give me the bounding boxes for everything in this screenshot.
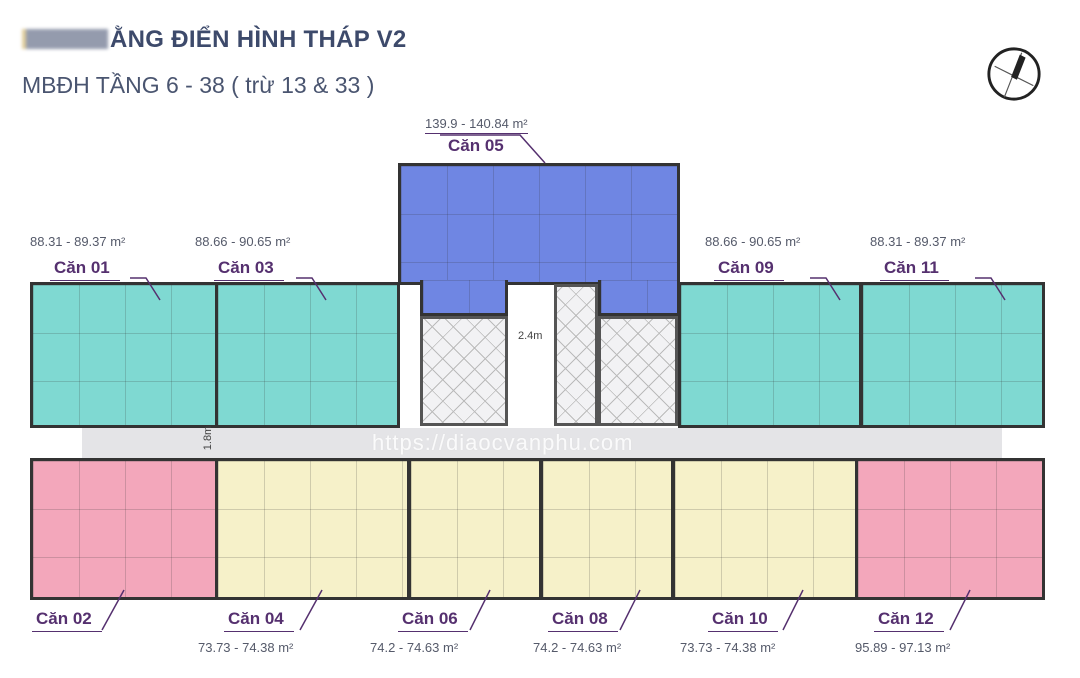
unit-01-label: Căn 01	[50, 258, 120, 281]
unit-06[interactable]	[408, 458, 542, 600]
unit-02-label: Căn 02	[32, 609, 102, 632]
watermark: https://diaocvanphu.com	[372, 430, 634, 455]
stair-core-right	[598, 316, 678, 426]
unit-01[interactable]	[30, 282, 218, 428]
core-width-label: 2.4m	[518, 330, 543, 342]
unit-01-area: 88.31 - 89.37 m²	[30, 234, 126, 249]
unit-03-area: 88.66 - 90.65 m²	[195, 234, 291, 249]
unit-05[interactable]	[398, 163, 680, 285]
lift-core-right	[554, 284, 598, 426]
unit-08-area: 74.2 - 74.63 m²	[533, 640, 622, 655]
title-text: ẰNG ĐIỂN HÌNH THÁP V2	[110, 26, 407, 53]
unit-10[interactable]	[672, 458, 858, 600]
page-subtitle: MBĐH TẦNG 6 - 38 ( trừ 13 & 33 )	[22, 72, 375, 98]
unit-10-area: 73.73 - 74.38 m²	[680, 640, 776, 655]
unit-05-area: 139.9 - 140.84 m²	[425, 116, 528, 134]
unit-09-label: Căn 09	[714, 258, 784, 281]
unit-05-label: Căn 05	[448, 136, 504, 155]
unit-06-area: 74.2 - 74.63 m²	[370, 640, 459, 655]
unit-05-wing	[598, 280, 680, 316]
stair-core-left	[420, 316, 508, 426]
unit-08-label: Căn 08	[548, 609, 618, 632]
page-title: ẰNG ĐIỂN HÌNH THÁP V2	[22, 26, 407, 54]
obscured-text	[22, 29, 108, 49]
unit-04-area: 73.73 - 74.38 m²	[198, 640, 294, 655]
unit-03[interactable]	[215, 282, 400, 428]
unit-08[interactable]	[540, 458, 674, 600]
unit-05-lower	[420, 280, 508, 316]
unit-12[interactable]	[855, 458, 1045, 600]
unit-04-label: Căn 04	[224, 609, 294, 632]
unit-11-label: Căn 11	[880, 258, 949, 281]
unit-12-area: 95.89 - 97.13 m²	[855, 640, 951, 655]
unit-11-area: 88.31 - 89.37 m²	[870, 234, 966, 249]
unit-12-label: Căn 12	[874, 609, 944, 632]
unit-09-area: 88.66 - 90.65 m²	[705, 234, 801, 249]
unit-03-label: Căn 03	[214, 258, 284, 281]
unit-06-label: Căn 06	[398, 609, 468, 632]
unit-10-label: Căn 10	[708, 609, 778, 632]
corridor	[82, 428, 1002, 458]
unit-11[interactable]	[860, 282, 1045, 428]
unit-09[interactable]	[678, 282, 862, 428]
unit-02[interactable]	[30, 458, 218, 600]
compass-icon	[987, 47, 1041, 101]
